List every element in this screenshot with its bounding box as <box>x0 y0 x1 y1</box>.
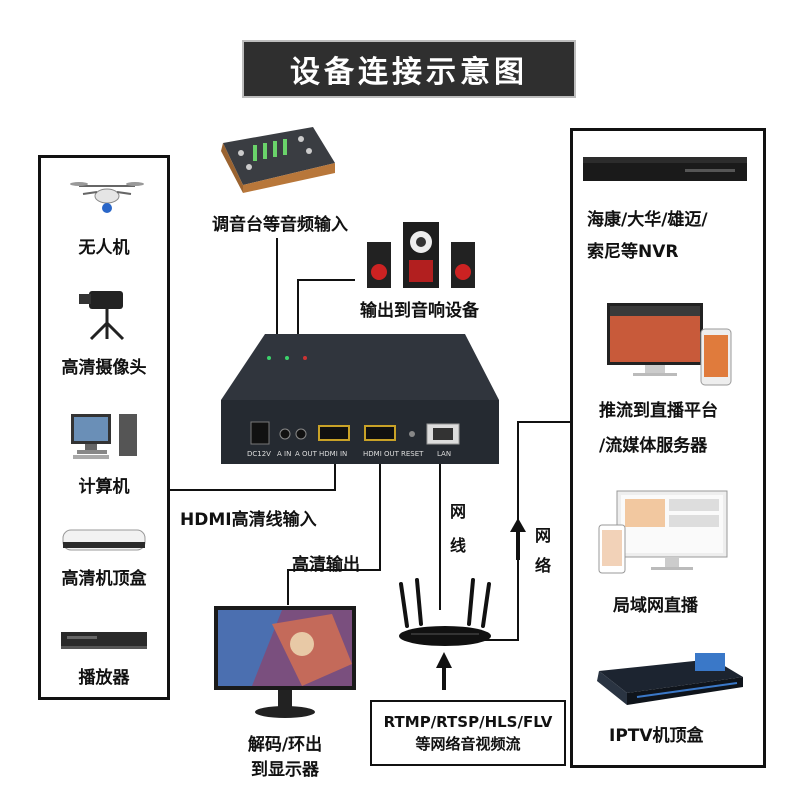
left-device-label-player: 播放器 <box>78 668 130 688</box>
cable-label-2: 线 <box>450 536 467 555</box>
stream-protocols-line2: 等网络音视频流 <box>415 735 521 753</box>
set-top-box-icon <box>62 529 146 551</box>
speaker-icon <box>367 222 475 288</box>
network-label-2: 络 <box>535 556 552 575</box>
hdmi-input-label: HDMI高清线输入 <box>180 510 317 530</box>
right-device-label-platform-2: /流媒体服务器 <box>599 436 708 456</box>
port-label-lan: LAN <box>437 450 452 458</box>
port-label-reset: RESET <box>401 450 424 458</box>
port-label-hdmi-out: HDMI OUT <box>363 450 399 458</box>
left-device-label-computer: 计算机 <box>78 477 130 497</box>
iptv-box-icon <box>597 653 743 705</box>
left-device-label-drone: 无人机 <box>78 238 130 258</box>
port-label-hdmi-in: HDMI IN <box>319 450 348 458</box>
network-arrow-head <box>510 518 526 532</box>
hdmi-output-line <box>287 450 381 605</box>
camera-icon <box>79 291 125 341</box>
hd-output-label: 高清输出 <box>292 555 360 575</box>
stream-protocols-box: RTMP/RTSP/HLS/FLV 等网络音视频流 <box>370 700 566 766</box>
cable-label-1: 网 <box>450 502 467 521</box>
router-icon <box>399 578 491 646</box>
computer-icon <box>71 414 137 459</box>
right-destination-panel: 海康/大华/雄迈/ 索尼等NVR 推流到直播平台 /流媒体服务器 局域网直播 I… <box>570 128 766 768</box>
streaming-platform-icon <box>607 303 732 386</box>
encoder-device: DC12V A IN A OUT HDMI IN HDMI OUT RESET … <box>215 330 505 468</box>
network-label-1: 网 <box>535 526 552 545</box>
right-device-label-nvr-1: 海康/大华/雄迈/ <box>587 210 708 230</box>
mixer-label: 调音台等音频输入 <box>212 215 348 235</box>
encoder-body <box>221 334 499 464</box>
stream-arrow-head <box>436 652 452 668</box>
audio-mixer-icon <box>221 127 335 193</box>
port-label-a-in: A IN <box>277 450 292 458</box>
left-device-label-camera: 高清摄像头 <box>61 358 147 378</box>
speaker-label: 输出到音响设备 <box>360 301 479 321</box>
monitor-label-2: 到显示器 <box>251 760 319 780</box>
port-label-a-out: A OUT <box>295 450 317 458</box>
diagram-title: 设备连接示意图 <box>242 40 576 98</box>
left-device-label-stb: 高清机顶盒 <box>61 569 147 589</box>
monitor-icon <box>214 606 356 718</box>
right-device-label-platform-1: 推流到直播平台 <box>599 401 718 421</box>
lan-live-icon <box>598 490 728 574</box>
left-source-panel: 无人机 高清摄像头 计算机 高清机顶盒 播放器 <box>38 155 170 700</box>
monitor-label-1: 解码/环出 <box>247 735 323 755</box>
port-label-dc12v: DC12V <box>247 450 271 458</box>
nvr-icon <box>583 157 747 181</box>
right-device-label-iptv: IPTV机顶盒 <box>609 726 704 746</box>
stream-protocols-line1: RTMP/RTSP/HLS/FLV <box>383 713 553 731</box>
right-device-label-nvr-2: 索尼等NVR <box>587 242 679 262</box>
right-device-label-lan: 局域网直播 <box>613 596 698 616</box>
player-icon <box>61 632 147 649</box>
drone-icon <box>70 182 144 213</box>
